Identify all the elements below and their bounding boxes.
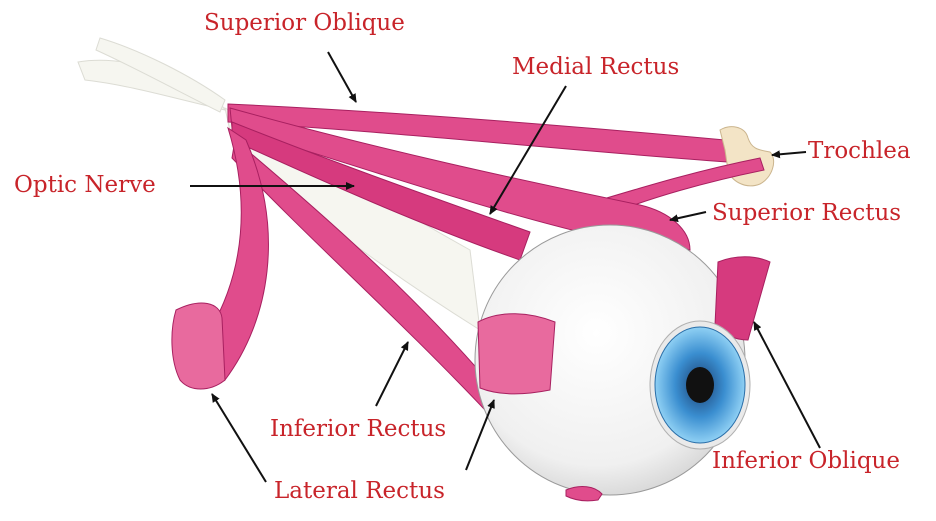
label-inferior-oblique: Inferior Oblique <box>712 450 900 473</box>
label-medial-rectus: Medial Rectus <box>512 56 679 79</box>
arrow-trochlea <box>772 152 806 155</box>
label-superior-rectus: Superior Rectus <box>712 202 901 225</box>
pupil <box>686 367 714 403</box>
arrow-lateral-rectus <box>212 394 266 482</box>
arrow-inferior-rectus <box>376 342 408 406</box>
label-superior-oblique: Superior Oblique <box>204 12 405 35</box>
arrow-inferior-oblique <box>754 322 820 448</box>
arrow-lateral-rectus-2 <box>466 400 494 470</box>
label-lateral-rectus: Lateral Rectus <box>274 480 445 503</box>
label-inferior-rectus: Inferior Rectus <box>270 418 446 441</box>
inferior-oblique-muscle <box>715 257 770 340</box>
label-optic-nerve: Optic Nerve <box>14 174 156 197</box>
label-trochlea: Trochlea <box>808 140 911 163</box>
lateral-rectus-end <box>172 303 225 389</box>
arrow-superior-rectus <box>670 212 706 220</box>
arrow-superior-oblique <box>328 52 356 102</box>
